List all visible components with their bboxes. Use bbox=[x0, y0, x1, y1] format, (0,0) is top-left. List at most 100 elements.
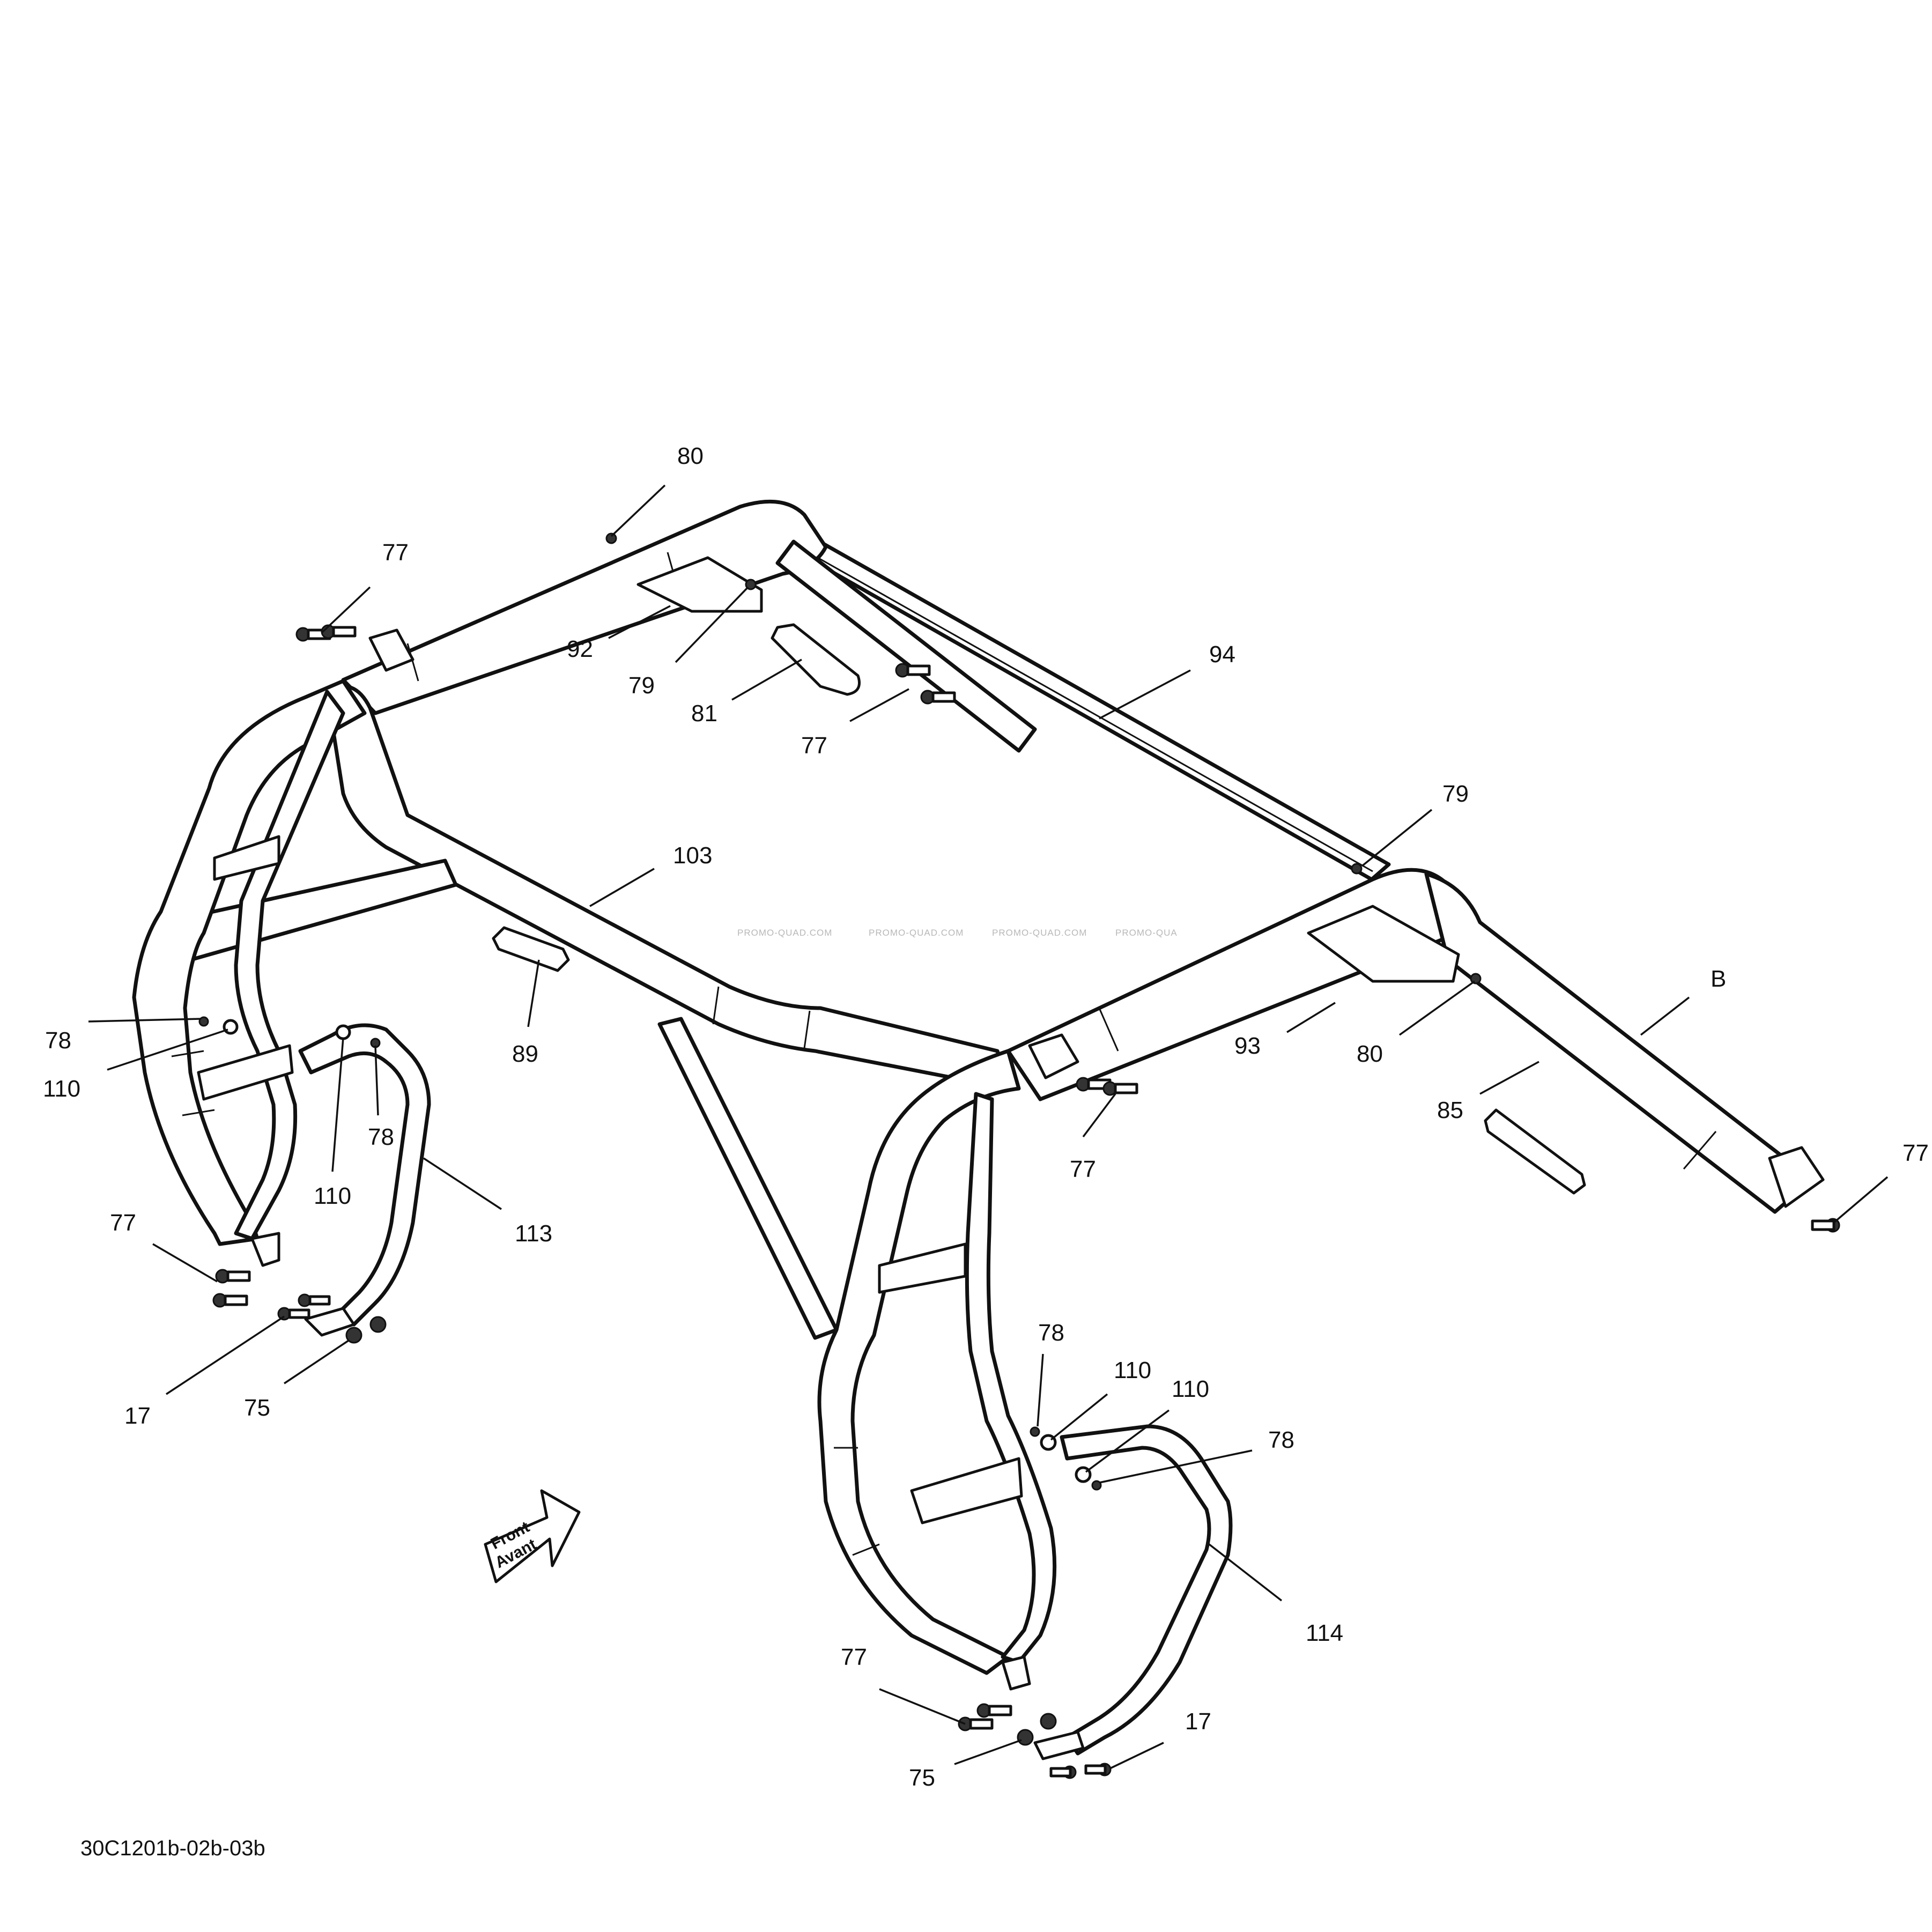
screw-icon bbox=[1030, 1426, 1040, 1437]
rear-top-tube-94 bbox=[730, 502, 1391, 882]
callout-78: 78 bbox=[45, 1027, 71, 1054]
bolt-icon bbox=[321, 624, 357, 639]
right-pillar-foot bbox=[1001, 1655, 1031, 1691]
callout-75: 75 bbox=[909, 1765, 935, 1791]
callout-93: 93 bbox=[1234, 1033, 1261, 1059]
callout-17: 17 bbox=[124, 1403, 151, 1429]
leader-lines bbox=[88, 484, 1889, 1770]
screw-icon bbox=[1091, 1480, 1102, 1491]
right-door-loop-114 bbox=[1060, 1424, 1233, 1756]
right-top-rail bbox=[1006, 868, 1461, 1101]
left-step-upper bbox=[213, 835, 280, 881]
callout-81: 81 bbox=[691, 700, 717, 727]
bolt-icon bbox=[298, 1293, 331, 1307]
small-parts bbox=[250, 556, 1586, 1760]
bolt-icon bbox=[277, 1307, 310, 1321]
callout-79: 79 bbox=[1442, 781, 1469, 807]
roll-cage-frame bbox=[132, 499, 1825, 1675]
left-pillar-foot bbox=[250, 1232, 280, 1267]
callout-78: 78 bbox=[368, 1124, 394, 1150]
washer-icon bbox=[223, 1019, 239, 1035]
left-front-pillar bbox=[132, 679, 367, 1246]
right-hinge-plate bbox=[1033, 1730, 1085, 1760]
washer-icon bbox=[335, 1024, 351, 1040]
nut-icon bbox=[1017, 1729, 1034, 1746]
right-inner-pillar bbox=[965, 1092, 1057, 1664]
nut-icon bbox=[1040, 1713, 1057, 1730]
screw-icon bbox=[745, 579, 757, 590]
trim-85 bbox=[1484, 1108, 1586, 1195]
drawing-code: 30C1201b-02b-03b bbox=[80, 1837, 265, 1860]
callout-80: 80 bbox=[677, 443, 704, 469]
right-step-upper bbox=[878, 1242, 967, 1294]
watermark-text: PROMO-QUAD.COM bbox=[737, 928, 832, 938]
watermark-text: PROMO-QUAD.COM bbox=[992, 928, 1087, 938]
left-step-lower bbox=[197, 1044, 294, 1101]
bolt-icon bbox=[1102, 1081, 1138, 1096]
fasteners bbox=[198, 532, 1840, 1779]
nut-icon bbox=[369, 1316, 387, 1333]
callout-110: 110 bbox=[314, 1183, 351, 1209]
screw-icon bbox=[1470, 973, 1482, 984]
rear-leg-B bbox=[1424, 872, 1815, 1214]
callout-75: 75 bbox=[244, 1395, 270, 1421]
bolt-icon bbox=[976, 1703, 1012, 1718]
front-arrow-icon bbox=[484, 1489, 581, 1583]
left-inner-pillar bbox=[234, 690, 345, 1241]
callout-103: 103 bbox=[673, 842, 712, 869]
nut-icon bbox=[345, 1327, 362, 1344]
screw-icon bbox=[1351, 863, 1363, 875]
rear-diagonal-brace bbox=[775, 539, 1037, 753]
left-door-loop-113 bbox=[298, 1023, 431, 1327]
callout-94: 94 bbox=[1209, 641, 1235, 668]
callout-77: 77 bbox=[110, 1210, 136, 1236]
callout-77: 77 bbox=[1903, 1140, 1929, 1166]
front-direction-arrow: Front Avant bbox=[484, 1489, 581, 1583]
callout-77: 77 bbox=[841, 1644, 867, 1670]
bolt-icon bbox=[1049, 1765, 1077, 1779]
right-step-lower bbox=[910, 1457, 1023, 1524]
callout-85: 85 bbox=[1437, 1097, 1463, 1123]
bolt-icon bbox=[215, 1269, 251, 1284]
callout-78: 78 bbox=[1268, 1427, 1294, 1453]
bolt-icon bbox=[958, 1716, 994, 1731]
callout-79: 79 bbox=[628, 672, 655, 699]
callout-92: 92 bbox=[567, 636, 593, 662]
callout-114: 114 bbox=[1306, 1620, 1343, 1646]
callout-17: 17 bbox=[1185, 1708, 1211, 1735]
callout-113: 113 bbox=[515, 1220, 552, 1247]
callout-110: 110 bbox=[1172, 1376, 1209, 1402]
callout-B: B bbox=[1711, 966, 1726, 992]
screw-icon bbox=[605, 532, 617, 544]
leg-B-end-cap bbox=[1768, 1146, 1825, 1208]
center-front-strut bbox=[657, 1017, 839, 1340]
corner-latch bbox=[1028, 1033, 1079, 1079]
callout-89: 89 bbox=[512, 1041, 538, 1067]
trim-89 bbox=[492, 926, 570, 972]
bolt-icon bbox=[920, 690, 956, 705]
bolt-icon bbox=[212, 1293, 248, 1308]
bolt-icon bbox=[1811, 1218, 1840, 1233]
watermark: PROMO-QUAD.COM PROMO-QUAD.COM PROMO-QUAD… bbox=[737, 928, 1178, 938]
callout-80: 80 bbox=[1357, 1041, 1383, 1067]
bolt-icon bbox=[1084, 1763, 1112, 1776]
callout-78: 78 bbox=[1038, 1320, 1064, 1346]
left-hinge-plate bbox=[304, 1307, 356, 1337]
watermark-text: PROMO-QUA bbox=[1115, 928, 1178, 938]
callout-110: 110 bbox=[1114, 1357, 1151, 1383]
clip-81 bbox=[771, 623, 861, 696]
callout-77: 77 bbox=[1070, 1156, 1096, 1182]
callout-77: 77 bbox=[801, 732, 827, 759]
bracket-92 bbox=[636, 556, 763, 613]
left-clamp bbox=[368, 628, 414, 672]
bracket-93 bbox=[1307, 905, 1460, 983]
callout-77: 77 bbox=[382, 539, 409, 566]
callout-110: 110 bbox=[43, 1076, 80, 1102]
bolt-icon bbox=[895, 663, 931, 678]
watermark-text: PROMO-QUAD.COM bbox=[869, 928, 964, 938]
right-front-pillar bbox=[817, 1049, 1021, 1675]
screw-icon bbox=[198, 1016, 209, 1027]
door-loops bbox=[298, 1023, 1233, 1756]
callout-labels: 80 77 92 79 81 77 94 79 103 B 93 80 85 7… bbox=[43, 443, 1929, 1791]
